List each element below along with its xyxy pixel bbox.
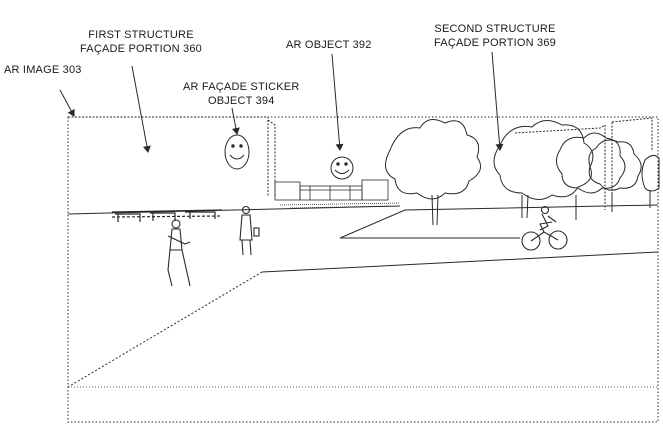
first-structure-label-line2: FAÇADE PORTION 360 [80, 43, 202, 55]
arrow-icon [131, 65, 151, 153]
pedestrian [167, 219, 191, 287]
smiley-face-icon [330, 156, 354, 180]
tree [556, 132, 626, 220]
first-structure-label-line1: FIRST STRUCTURE [88, 29, 194, 41]
pedestrian [239, 205, 260, 256]
trees [385, 118, 660, 226]
second-structure-facade [514, 117, 653, 210]
ar-object-label: AR OBJECT 392 [286, 39, 372, 51]
first-structure-label: FIRST STRUCTURE FAÇADE PORTION 360 [80, 28, 202, 56]
sticker-label: AR FAÇADE STICKER OBJECT 394 [183, 80, 299, 108]
cyclist [521, 205, 568, 251]
tree [493, 120, 594, 219]
arrow-icon [59, 89, 75, 117]
smiley-face-icon [224, 134, 250, 170]
background-buildings [274, 179, 389, 201]
arrow-icon [331, 53, 344, 151]
ar-object [330, 156, 354, 180]
second-structure-label-line1: SECOND STRUCTURE [434, 23, 556, 35]
sticker-label-line2: OBJECT 394 [207, 95, 275, 107]
tree [385, 118, 482, 226]
sticker-label-line1: AR FAÇADE STICKER [183, 81, 300, 93]
plaza-benches [111, 209, 223, 222]
ground-plaza [67, 204, 659, 388]
street-lines [279, 202, 401, 209]
arrow-icon [231, 107, 240, 135]
ar-facade-sticker-object [224, 134, 250, 170]
ar-image-frame [67, 116, 659, 423]
tree [588, 139, 642, 212]
ar-image-label: AR IMAGE 303 [4, 64, 82, 76]
tree [641, 154, 660, 208]
first-structure-facade [68, 116, 276, 197]
second-structure-label-line2: FAÇADE PORTION 369 [434, 37, 556, 49]
arrow-icon [491, 51, 504, 151]
second-structure-label: SECOND STRUCTURE FAÇADE PORTION 369 [434, 22, 556, 50]
